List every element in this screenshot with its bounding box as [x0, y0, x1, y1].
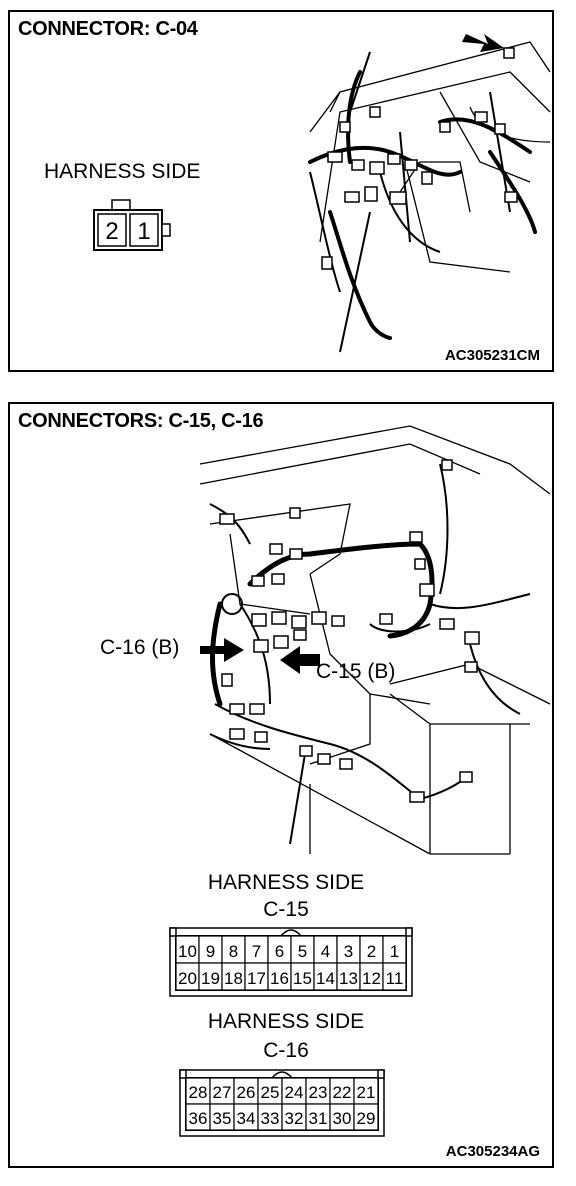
callout-c15: C-15 (B) — [316, 660, 396, 683]
c15-pin-number: 19 — [201, 969, 220, 988]
c15-pin-number: 20 — [178, 969, 197, 988]
c16-pin-number: 32 — [285, 1109, 304, 1128]
connectors-c15-c16-panel: CONNECTORS: C-15, C-16 — [8, 402, 554, 1168]
c16-pin-cell — [209, 1077, 235, 1105]
c16-pin-cell — [185, 1077, 211, 1105]
c04-connector-face: 2 1 — [93, 199, 171, 251]
c16-pin-number: 30 — [333, 1109, 352, 1128]
c16-pin-cell — [353, 1103, 379, 1131]
c16-harness-label: HARNESS SIDE — [207, 1010, 365, 1033]
c16-pin-number: 34 — [237, 1109, 256, 1128]
c04-pin: 2 — [105, 218, 118, 245]
c16-pin-cell — [305, 1103, 331, 1131]
dashboard-illustration — [199, 425, 551, 855]
c16-pin-number: 36 — [189, 1109, 208, 1128]
c16-pin-number: 23 — [309, 1083, 328, 1102]
c16-pin-number: 24 — [285, 1083, 304, 1102]
c04-pin: 1 — [137, 218, 150, 245]
c15-pin-number: 14 — [316, 969, 335, 988]
c16-pin-number: 28 — [189, 1083, 208, 1102]
c15-name: C-15 — [263, 898, 309, 921]
arrow-c16 — [200, 638, 244, 662]
c16-pin-number: 33 — [261, 1109, 280, 1128]
dashboard-illustration — [308, 34, 551, 353]
c15-pin-number: 13 — [339, 969, 358, 988]
c15-pin-number: 11 — [386, 969, 404, 988]
c15-pin-number: 2 — [367, 942, 376, 961]
c15-harness-label: HARNESS SIDE — [207, 871, 365, 894]
c16-pin-number: 29 — [357, 1109, 376, 1128]
c15-pin-number: 8 — [229, 942, 238, 961]
panel-title: CONNECTORS: C-15, C-16 — [18, 410, 264, 432]
c16-pin-number: 31 — [309, 1109, 328, 1128]
c16-connector-face: 28 27 26 25 24 23 22 21 36 35 34 33 32 31 30 29 — [179, 1069, 385, 1137]
connector-c04-panel: CONNECTOR: C-04 HARNESS SIDE 2 1 — [8, 10, 554, 372]
c16-pin-number: 25 — [261, 1083, 280, 1102]
c16-pin-cell — [209, 1103, 235, 1131]
c15-pin-cell — [382, 962, 407, 991]
callout-c16: C-16 (B) — [100, 636, 180, 659]
c15-pin-number: 5 — [298, 942, 307, 961]
c15-pin-number: 17 — [247, 969, 266, 988]
c15-pin-number: 10 — [178, 942, 197, 961]
c16-pin-cell — [233, 1077, 259, 1105]
c15-pin-number: 12 — [362, 969, 381, 988]
c15-pin-number: 3 — [344, 942, 353, 961]
c15-pin-number: 1 — [390, 942, 399, 961]
c16-pin-number: 35 — [213, 1109, 232, 1128]
c16-pin-cell — [185, 1103, 211, 1131]
panel-title: CONNECTOR: C-04 — [18, 18, 198, 40]
c15-pin-number: 6 — [275, 942, 284, 961]
c15-pin-number: 4 — [321, 942, 330, 961]
c16-pin-cell — [305, 1077, 331, 1105]
c16-pin-cell — [329, 1103, 355, 1131]
c15-pin-number: 9 — [206, 942, 215, 961]
c16-name: C-16 — [263, 1039, 309, 1062]
c15-pin-number: 18 — [224, 969, 243, 988]
c15-pin-number: 16 — [270, 969, 289, 988]
c16-pin-number: 27 — [213, 1083, 232, 1102]
c16-pin-number: 22 — [333, 1083, 352, 1102]
harness-side-label: HARNESS SIDE — [44, 160, 201, 183]
figure-code: AC305231CM — [444, 347, 540, 364]
figure-code: AC305234AG — [445, 1143, 540, 1160]
c16-pin-number: 21 — [357, 1083, 376, 1102]
c15-pin-number: 15 — [293, 969, 312, 988]
arrow-c15 — [280, 646, 320, 674]
c16-pin-number: 26 — [237, 1083, 256, 1102]
c15-pin-number: 7 — [252, 942, 261, 961]
